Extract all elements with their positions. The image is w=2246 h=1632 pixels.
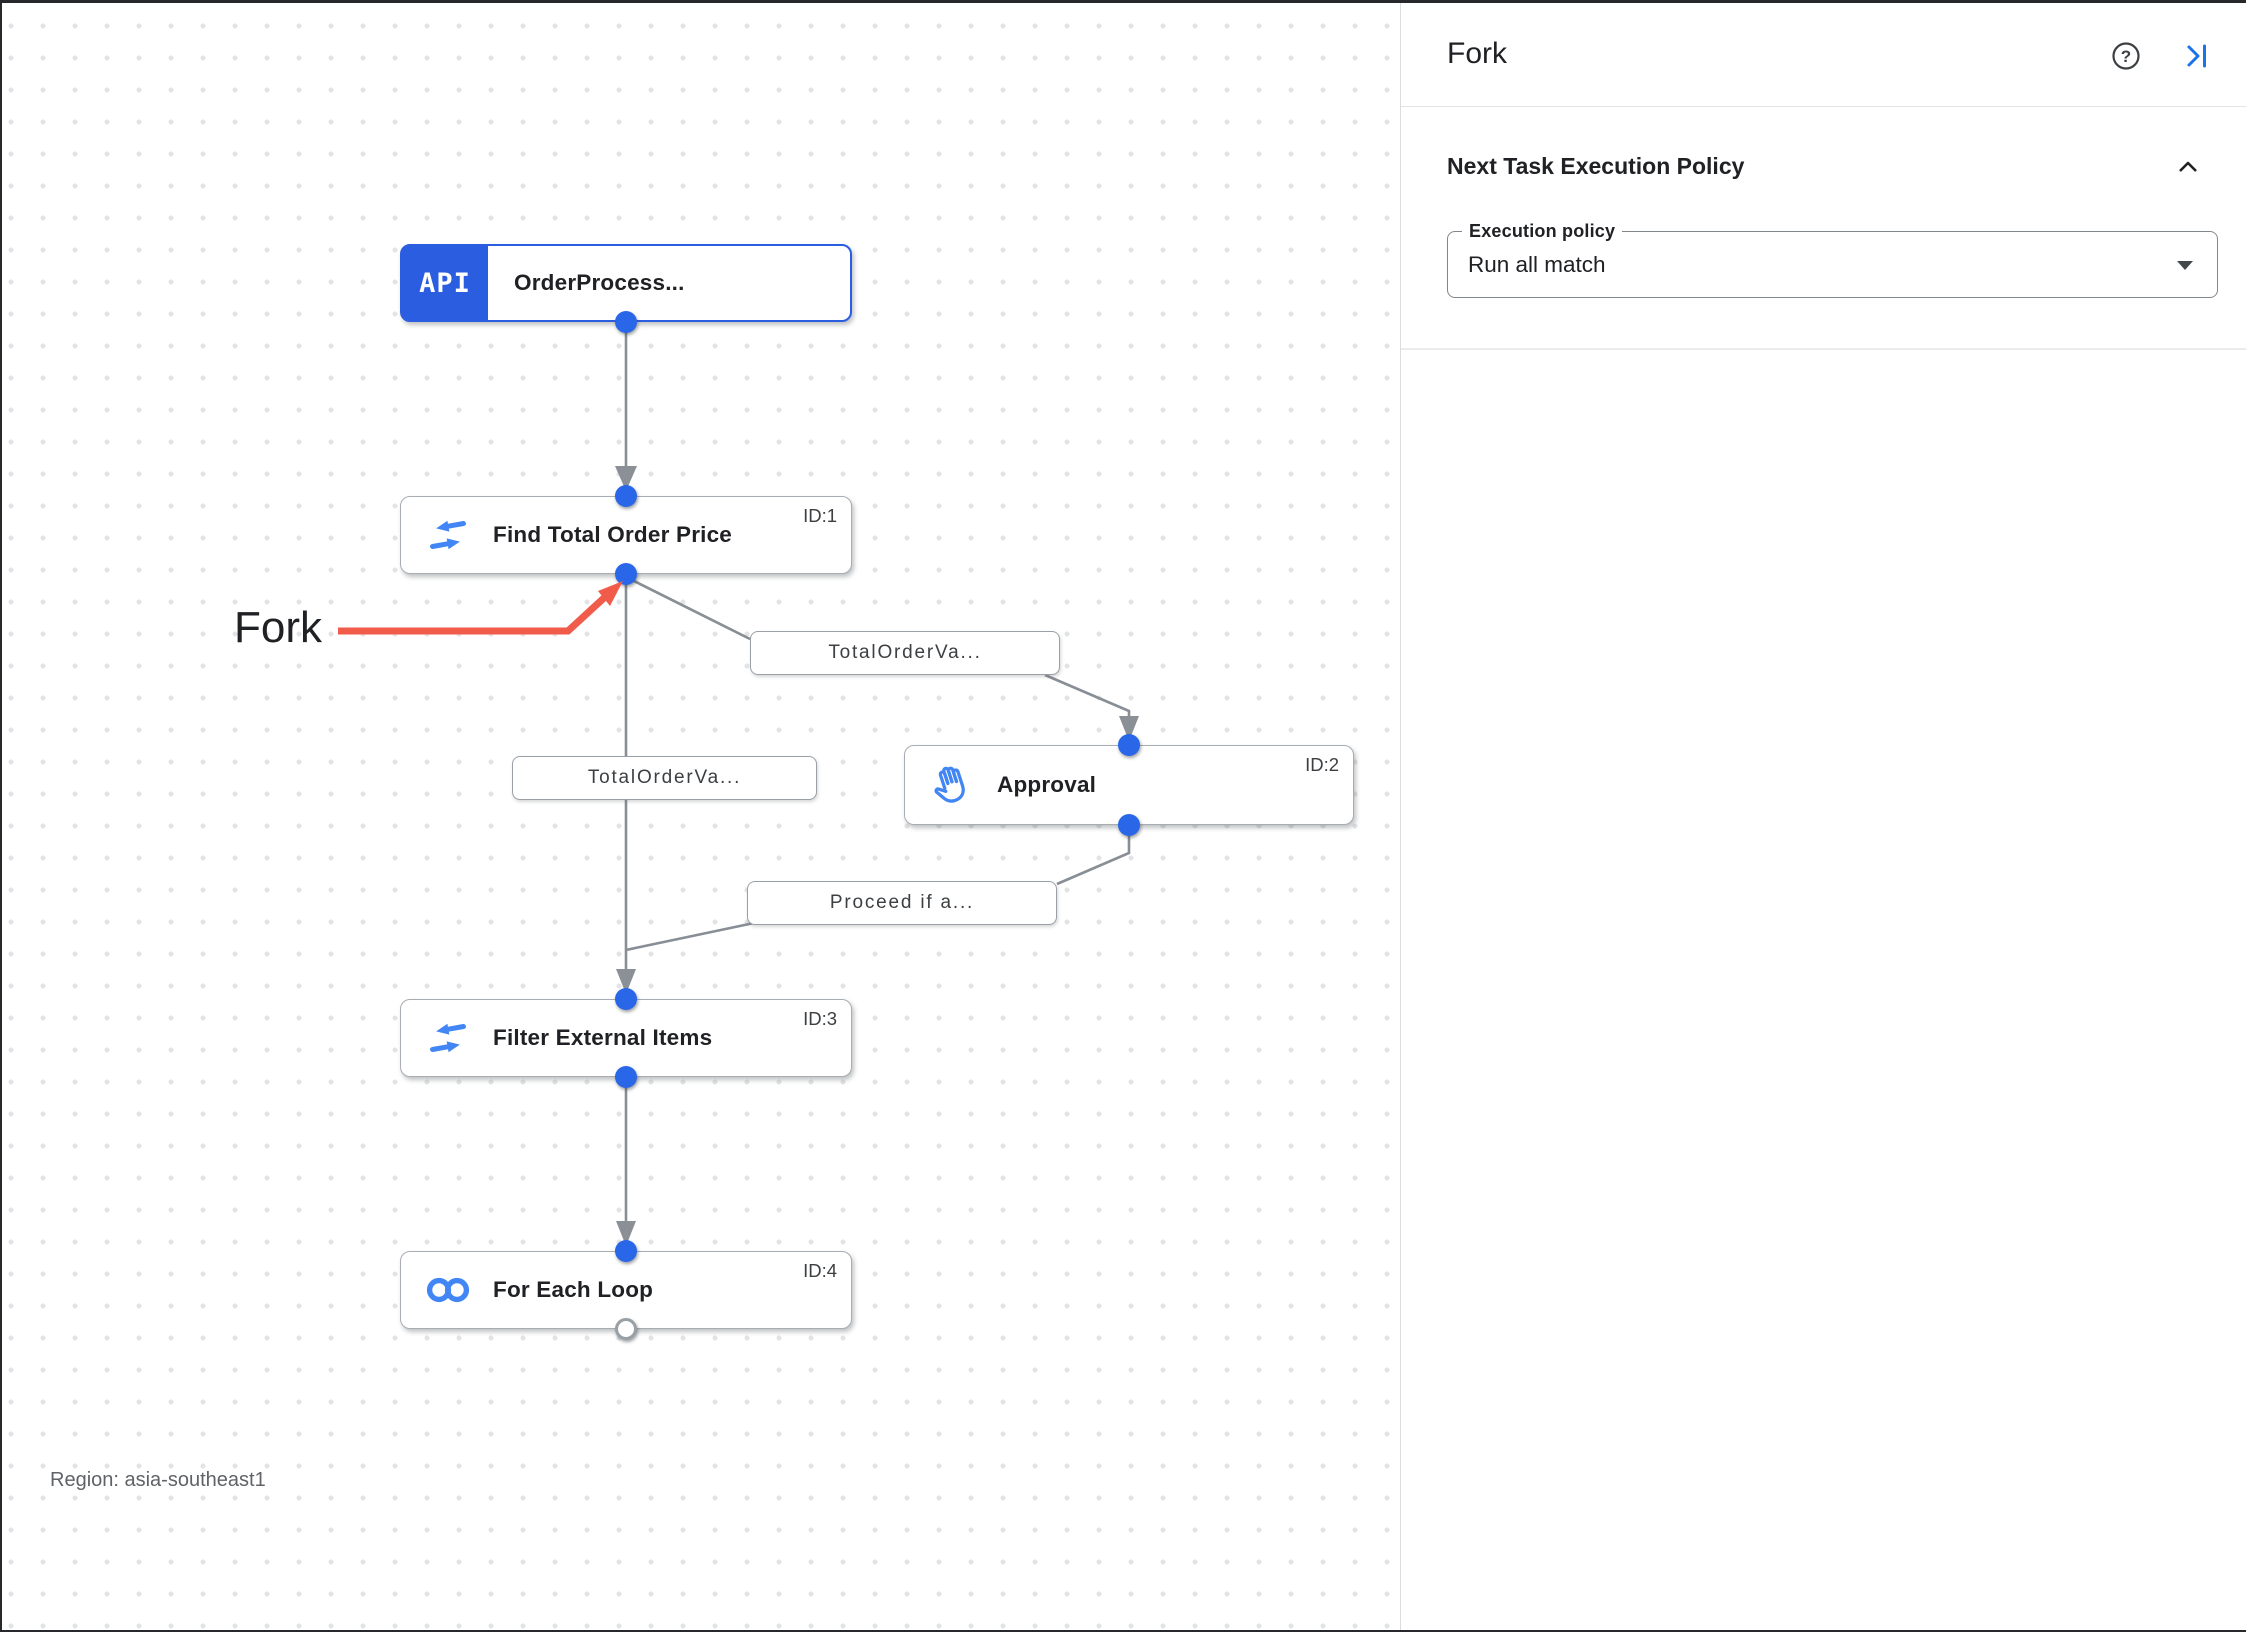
edge-label-to-approval xyxy=(1044,673,1131,717)
section-divider xyxy=(1401,348,2246,350)
help-glyph: ? xyxy=(2121,47,2131,66)
data-mapping-icon xyxy=(425,512,471,558)
node-label: Find Total Order Price xyxy=(493,522,733,547)
node-filter-external-items[interactable]: Filter External Items ID:3 xyxy=(400,999,852,1077)
edge-approval-to-label xyxy=(1056,825,1131,886)
connector-dot[interactable] xyxy=(615,1066,637,1088)
node-approval[interactable]: Approval ID:2 xyxy=(904,745,1354,825)
region-label: Region: asia-southeast1 xyxy=(50,1469,266,1491)
connector-dot[interactable] xyxy=(1118,814,1140,836)
connector-dot-empty[interactable] xyxy=(615,1318,637,1340)
node-id-badge: ID:1 xyxy=(803,505,837,526)
panel-title: Fork xyxy=(1447,37,1507,70)
edge-label-text: TotalOrderVa... xyxy=(828,642,982,663)
connector-dot[interactable] xyxy=(615,1240,637,1262)
connector-dot[interactable] xyxy=(615,485,637,507)
for-each-loop-icon xyxy=(425,1267,471,1313)
api-trigger-icon: API xyxy=(402,246,488,320)
edge-fork-to-label-right xyxy=(625,575,751,641)
help-icon[interactable]: ? xyxy=(2110,40,2142,72)
approval-hand-icon xyxy=(929,762,975,808)
data-mapping-icon xyxy=(425,1015,471,1061)
node-id-badge: ID:2 xyxy=(1305,754,1339,775)
collapse-panel-icon[interactable] xyxy=(2182,40,2214,72)
edge-condition-label-proceed[interactable]: Proceed if a... xyxy=(747,881,1057,925)
chevron-up-icon[interactable] xyxy=(2174,153,2202,181)
workflow-canvas[interactable]: API OrderProcess... Find Total Order xyxy=(2,3,1400,1630)
edge-condition-label-totalorderva-right[interactable]: TotalOrderVa... xyxy=(750,631,1060,675)
edge-label-text: TotalOrderVa... xyxy=(587,767,742,788)
connector-dot[interactable] xyxy=(1118,734,1140,756)
node-id-badge: ID:3 xyxy=(803,1008,837,1029)
connector-dot-fork[interactable] xyxy=(615,563,637,585)
node-label: For Each Loop xyxy=(493,1277,654,1302)
execution-policy-label: Execution policy xyxy=(1462,221,1623,242)
fork-annotation-label: Fork xyxy=(234,603,322,652)
edge-label-text: Proceed if a... xyxy=(829,892,975,913)
edge-condition-label-totalorderva-left[interactable]: TotalOrderVa... xyxy=(512,756,817,800)
node-id-badge: ID:4 xyxy=(803,1260,837,1281)
connector-dot[interactable] xyxy=(615,311,637,333)
node-label: OrderProcess... xyxy=(514,270,685,295)
task-config-panel: Fork ? Next Task Execution Policy Exec xyxy=(1400,3,2246,1630)
connector-dot[interactable] xyxy=(615,988,637,1010)
section-heading-next-task-policy: Next Task Execution Policy xyxy=(1447,153,1745,179)
execution-policy-value: Run all match xyxy=(1468,251,1606,277)
edge-label-to-filter xyxy=(625,921,755,952)
node-trigger-orderprocess[interactable]: API OrderProcess... xyxy=(400,244,852,322)
node-find-total-order-price[interactable]: Find Total Order Price ID:1 xyxy=(400,496,852,574)
panel-header: Fork ? xyxy=(1401,3,2246,107)
node-label: Approval xyxy=(997,772,1097,797)
api-badge-text: API xyxy=(419,267,471,299)
execution-policy-select[interactable]: Execution policy Run all match xyxy=(1447,221,2218,298)
node-label: Filter External Items xyxy=(493,1025,713,1050)
node-for-each-loop[interactable]: For Each Loop ID:4 xyxy=(400,1251,852,1329)
dropdown-caret-icon xyxy=(2177,261,2193,270)
